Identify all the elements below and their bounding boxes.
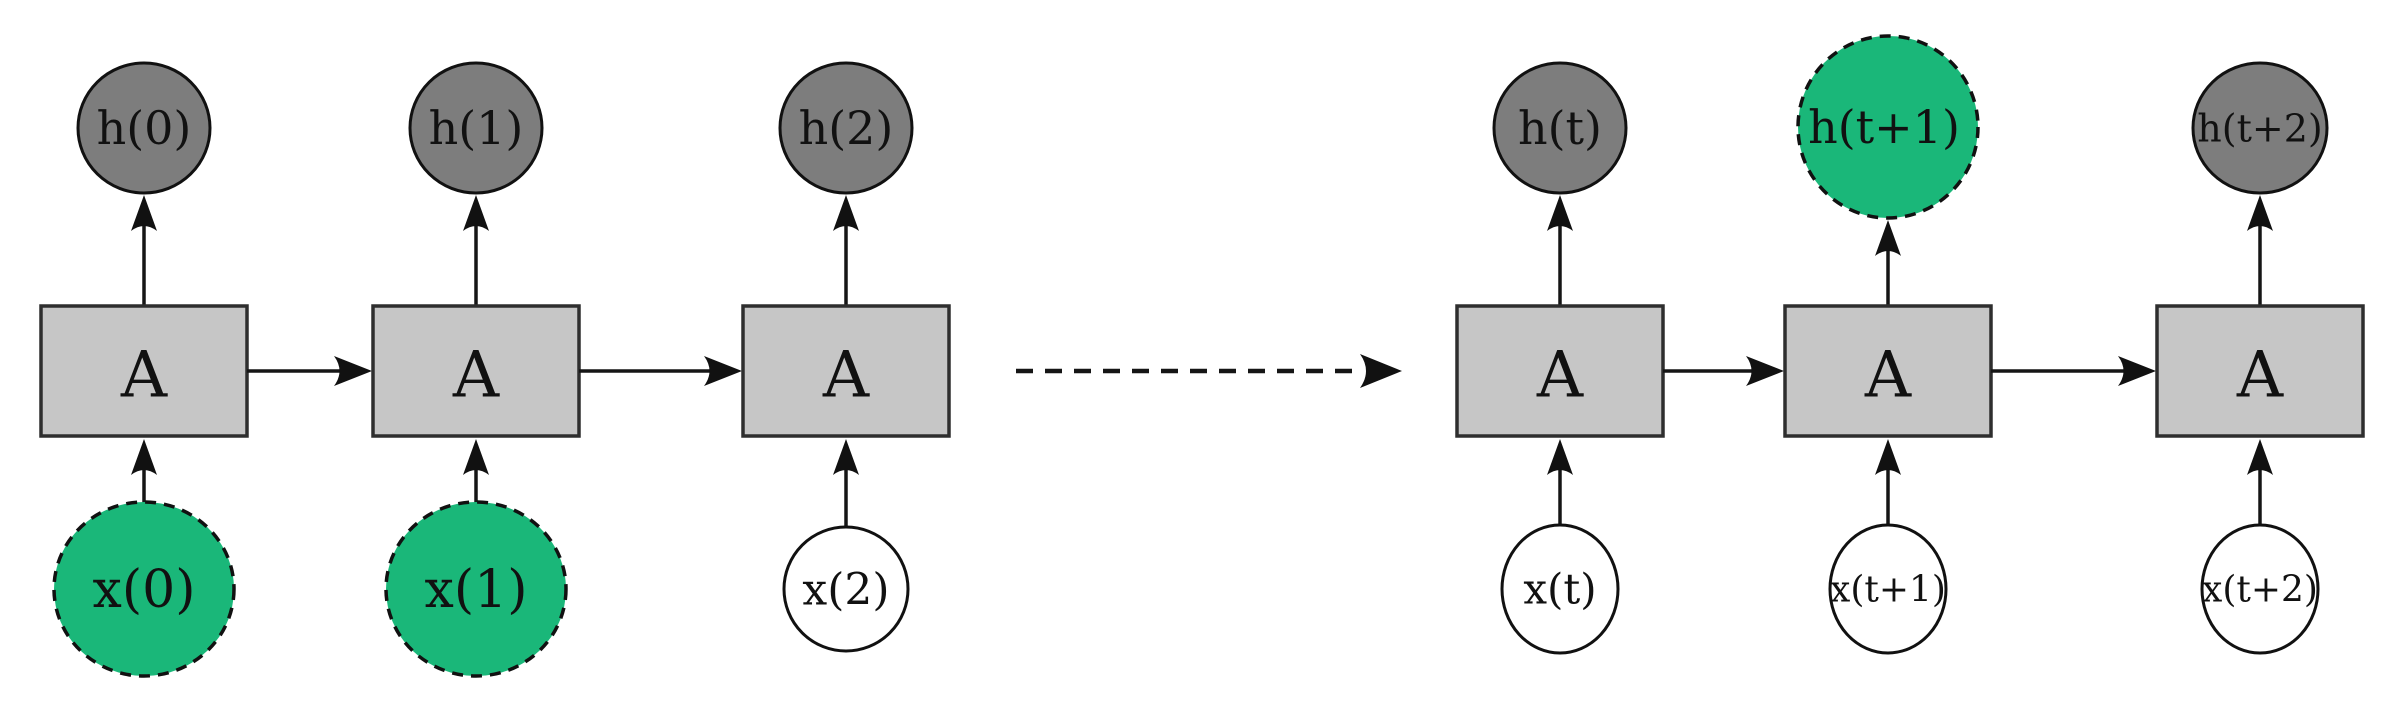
hidden-node-ht1-label: h(t+1) bbox=[1808, 100, 1960, 154]
cell-A-t2 bbox=[2155, 304, 2365, 438]
arrow-head bbox=[833, 439, 859, 475]
input-node-x1-label: x(1) bbox=[425, 560, 528, 620]
edge-input0-to-cell0 bbox=[131, 439, 157, 504]
edge-inputt-to-cellt bbox=[1547, 439, 1573, 526]
time-step-t: h(t) A x(t) bbox=[1455, 61, 1665, 655]
edge-inputt2-to-cellt2 bbox=[2247, 439, 2273, 526]
edge-cellt2-to-hiddent2 bbox=[2247, 195, 2273, 306]
cell-A-0-label: A bbox=[120, 338, 168, 412]
time-step-2: h(2) A x(2) bbox=[741, 61, 951, 653]
edge-cell0-to-cell1 bbox=[247, 356, 372, 386]
arrow-head bbox=[131, 195, 157, 231]
cell-A-1 bbox=[371, 304, 581, 438]
hidden-node-ht2-label: h(t+2) bbox=[2197, 106, 2322, 150]
cell-A-0 bbox=[39, 304, 249, 438]
hidden-node-ht1 bbox=[1796, 34, 1980, 220]
input-node-xt1 bbox=[1828, 523, 1948, 655]
time-step-t1: h(t+1) A x(t+1) bbox=[1783, 34, 1993, 655]
arrow-head bbox=[2247, 439, 2273, 475]
arrow-head bbox=[131, 439, 157, 475]
hidden-node-ht bbox=[1492, 61, 1628, 195]
cell-A-t1 bbox=[1783, 304, 1993, 438]
input-node-x2-label: x(2) bbox=[802, 564, 889, 615]
edge-cell0-to-hidden0 bbox=[131, 195, 157, 306]
hidden-node-h0-label: h(0) bbox=[97, 101, 192, 155]
edge-ellipsis-dashed bbox=[1016, 354, 1402, 388]
arrow-head bbox=[1547, 439, 1573, 475]
time-step-1: h(1) A x(1) bbox=[371, 61, 581, 678]
edge-cell1-to-hidden1 bbox=[463, 195, 489, 306]
hidden-node-ht-label: h(t) bbox=[1518, 101, 1602, 155]
cell-A-t1-label: A bbox=[1864, 338, 1912, 412]
hidden-node-h2-label: h(2) bbox=[799, 101, 894, 155]
arrow-head bbox=[1547, 195, 1573, 231]
hidden-node-h0 bbox=[76, 61, 212, 195]
input-node-x0 bbox=[52, 500, 236, 678]
input-node-xt2 bbox=[2200, 523, 2320, 655]
input-node-x0-label: x(0) bbox=[93, 560, 196, 620]
edge-cellt1-to-hiddent1 bbox=[1875, 220, 1901, 306]
arrow-head bbox=[463, 195, 489, 231]
hidden-node-h1 bbox=[408, 61, 544, 195]
arrow-head bbox=[1360, 354, 1402, 388]
cell-A-1-label: A bbox=[452, 338, 500, 412]
input-node-x1 bbox=[384, 500, 568, 678]
edge-cellt-to-hiddent bbox=[1547, 195, 1573, 306]
arrow-head bbox=[334, 356, 372, 386]
hidden-node-ht2 bbox=[2191, 61, 2329, 195]
arrow-head bbox=[1875, 220, 1901, 256]
arrow-head bbox=[833, 195, 859, 231]
input-node-xt2-label: x(t+2) bbox=[2202, 570, 2318, 611]
cell-A-t bbox=[1455, 304, 1665, 438]
edge-cellt1-to-cellt2 bbox=[1991, 356, 2156, 386]
edge-inputt1-to-cellt1 bbox=[1875, 439, 1901, 526]
cell-A-2-label: A bbox=[822, 338, 870, 412]
arrow-head bbox=[2247, 195, 2273, 231]
hidden-node-h2 bbox=[778, 61, 914, 195]
input-node-xt-label: x(t) bbox=[1523, 565, 1596, 614]
cell-A-2 bbox=[741, 304, 951, 438]
arrow-head bbox=[704, 356, 742, 386]
edge-cell1-to-cell2 bbox=[579, 356, 742, 386]
time-step-t2: h(t+2) A x(t+2) bbox=[2155, 61, 2365, 655]
arrow-head bbox=[2118, 356, 2156, 386]
cell-A-t-label: A bbox=[1536, 338, 1584, 412]
cell-A-t2-label: A bbox=[2236, 338, 2284, 412]
edge-input2-to-cell2 bbox=[833, 439, 859, 528]
arrow-head bbox=[1875, 439, 1901, 475]
input-node-xt1-label: x(t+1) bbox=[1830, 570, 1946, 611]
edge-cell2-to-hidden2 bbox=[833, 195, 859, 306]
arrow-head bbox=[1746, 356, 1784, 386]
hidden-node-h1-label: h(1) bbox=[429, 101, 524, 155]
input-node-x2 bbox=[782, 525, 910, 653]
edge-cellt-to-cellt1 bbox=[1663, 356, 1784, 386]
edge-input1-to-cell1 bbox=[463, 439, 489, 504]
input-node-xt bbox=[1500, 523, 1620, 655]
arrow-head bbox=[463, 439, 489, 475]
time-step-0: h(0) A x(0) bbox=[39, 61, 249, 678]
